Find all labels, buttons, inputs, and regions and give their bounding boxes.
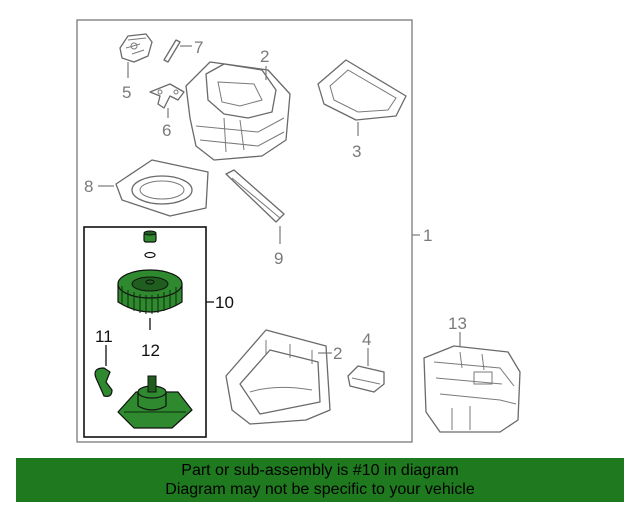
part-3-filter-frame[interactable] [317, 59, 407, 121]
part-12-fan-wheel[interactable] [117, 269, 183, 314]
callout-10[interactable]: 10 [215, 293, 234, 312]
callout-1[interactable]: 1 [423, 226, 432, 245]
part-6-bracket[interactable] [149, 83, 185, 109]
part-4-resistor[interactable] [347, 365, 385, 393]
part-8-plate[interactable] [115, 159, 209, 217]
banner-line-2: Diagram may not be specific to your vehi… [165, 481, 475, 498]
part-11-connector[interactable] [94, 367, 113, 397]
info-banner: Part or sub-assembly is #10 in diagram D… [16, 458, 624, 502]
callout-2b[interactable]: 2 [333, 344, 342, 363]
part-nut[interactable] [143, 230, 157, 243]
callout-5[interactable]: 5 [122, 83, 131, 102]
callout-7[interactable]: 7 [194, 38, 203, 57]
callout-6[interactable]: 6 [162, 121, 171, 140]
callout-2a[interactable]: 2 [260, 47, 269, 66]
subassembly-frame-10[interactable] [83, 226, 207, 438]
part-blower-motor[interactable] [117, 375, 193, 429]
callout-4[interactable]: 4 [362, 330, 371, 349]
callout-8[interactable]: 8 [84, 177, 93, 196]
part-9-filter[interactable] [225, 169, 285, 223]
part-13-unit[interactable] [423, 345, 521, 433]
callout-9[interactable]: 9 [274, 249, 283, 268]
part-5-actuator[interactable] [119, 33, 153, 63]
banner-line-1: Part or sub-assembly is #10 in diagram [181, 462, 459, 479]
assembly-frame [76, 19, 413, 443]
callout-11[interactable]: 11 [95, 327, 113, 346]
part-2-lower-case[interactable] [225, 329, 331, 425]
callout-3[interactable]: 3 [352, 142, 361, 161]
part-2-upper-case[interactable] [185, 61, 291, 161]
part-washer[interactable] [144, 251, 156, 259]
part-7-clip[interactable] [163, 39, 181, 63]
callout-13[interactable]: 13 [448, 314, 467, 333]
callout-12[interactable]: 12 [141, 341, 160, 360]
